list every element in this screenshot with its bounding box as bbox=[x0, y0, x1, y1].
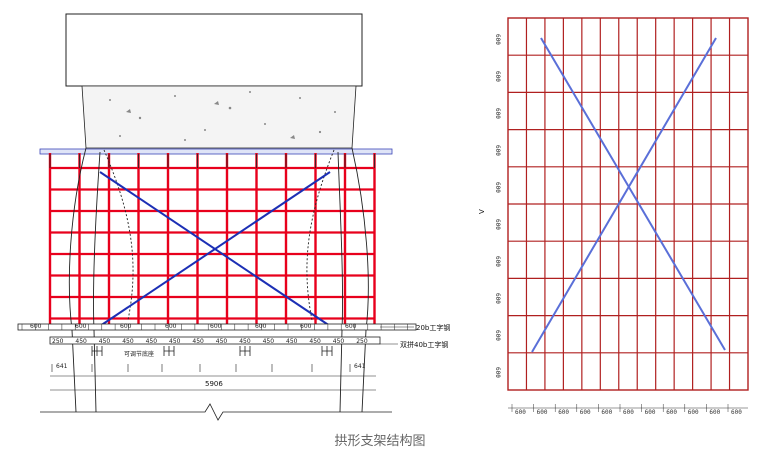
beam-double-40b bbox=[49, 336, 381, 345]
segment-dim-12: 450 bbox=[333, 338, 345, 345]
plan-bottom-dim-9: 600 bbox=[709, 409, 720, 416]
segment-dim-11: 450 bbox=[309, 338, 321, 345]
total-dimension: 5906 bbox=[205, 380, 223, 388]
lower-dim-8: 641 bbox=[354, 363, 366, 370]
segment-dim-2: 450 bbox=[99, 338, 111, 345]
segment-dim-13: 250 bbox=[356, 338, 368, 345]
segment-dim-0: 250 bbox=[52, 338, 64, 345]
segment-dim-6: 450 bbox=[192, 338, 204, 345]
segment-dim-9: 450 bbox=[263, 338, 275, 345]
segment-dim-3: 450 bbox=[122, 338, 134, 345]
support-feet bbox=[91, 346, 333, 356]
concrete-body bbox=[81, 85, 357, 149]
plan-left-dim-5: 600 bbox=[494, 219, 501, 230]
plan-bottom-dimensions: 600 600 600 600 600 600 600 600 600 600 600 bbox=[508, 404, 748, 416]
pier-cap bbox=[65, 13, 363, 87]
top-dim-5: 600 bbox=[255, 323, 267, 330]
plan-left-dim-9: 600 bbox=[494, 367, 501, 378]
segment-dim-7: 450 bbox=[216, 338, 228, 345]
segment-dim-5: 450 bbox=[169, 338, 181, 345]
top-dim-2: 600 bbox=[120, 323, 132, 330]
plan-bottom-dim-6: 600 bbox=[645, 409, 656, 416]
x-bracing bbox=[99, 171, 331, 327]
plan-left-dim-8: 600 bbox=[494, 330, 501, 341]
plan-x-bracing bbox=[531, 37, 726, 353]
plan-left-dim-1: 600 bbox=[494, 71, 501, 82]
plan-bottom-dim-2: 600 bbox=[558, 409, 569, 416]
top-dim-4: 600 bbox=[210, 323, 222, 330]
plan-bottom-dim-5: 600 bbox=[623, 409, 634, 416]
segment-dim-8: 450 bbox=[239, 338, 251, 345]
segment-dim-4: 450 bbox=[146, 338, 158, 345]
break-line bbox=[40, 403, 392, 421]
segment-dimension-row: 250 450 450 450 450 450 450 450 450 450 450 450 450 2… bbox=[30, 323, 368, 345]
top-distribution-beam bbox=[39, 148, 393, 155]
figure-caption: 拱形支架结构图 bbox=[334, 434, 426, 449]
beam-20b bbox=[17, 323, 417, 331]
plan-left-dim-7: 600 bbox=[494, 293, 501, 304]
segment-dim-1: 450 bbox=[75, 338, 87, 345]
plan-left-dim-3: 600 bbox=[494, 145, 501, 156]
plan-bottom-dim-10: 600 bbox=[731, 409, 742, 416]
top-dim-3: 600 bbox=[165, 323, 177, 330]
beam-double-40b-label: 双拼40b工字钢 bbox=[400, 340, 448, 349]
plan-bottom-dim-4: 600 bbox=[601, 409, 612, 416]
beam-20b-label: 20b工字钢 bbox=[416, 323, 450, 332]
support-foot-label: 可调节底座 bbox=[124, 350, 154, 358]
plan-bottom-dim-1: 600 bbox=[537, 409, 548, 416]
plan-bottom-dim-8: 600 bbox=[688, 409, 699, 416]
top-dim-6: 600 bbox=[300, 323, 312, 330]
plan-bottom-dim-0: 600 bbox=[515, 409, 526, 416]
scaffold-frame bbox=[48, 153, 376, 324]
top-dim-1: 600 bbox=[75, 323, 87, 330]
plan-left-dim-0: 600 bbox=[494, 34, 501, 45]
pier-outline bbox=[68, 147, 369, 413]
top-dim-0: 600 bbox=[30, 323, 42, 330]
segment-dim-10: 450 bbox=[286, 338, 298, 345]
plan-grid bbox=[507, 17, 749, 391]
plan-left-dim-4: 600 bbox=[494, 182, 501, 193]
lower-dim-0: 641 bbox=[56, 363, 68, 370]
plan-bottom-dim-3: 600 bbox=[580, 409, 591, 416]
top-dim-7: 600 bbox=[345, 323, 357, 330]
left-elevation-view: 20b工字钢 双拼40b工字钢 250 450 450 450 450 450 450 450… bbox=[17, 13, 450, 421]
plan-left-dimensions: 600 600 600 600 600 600 600 600 600 600 bbox=[494, 34, 501, 378]
concrete-speckles bbox=[109, 91, 336, 141]
plan-left-dim-6: 600 bbox=[494, 256, 501, 267]
plan-side-mark: V bbox=[478, 209, 486, 214]
plan-bottom-dim-7: 600 bbox=[666, 409, 677, 416]
lower-dimension-row: 641 641 bbox=[51, 363, 366, 372]
plan-left-dim-2: 600 bbox=[494, 108, 501, 119]
